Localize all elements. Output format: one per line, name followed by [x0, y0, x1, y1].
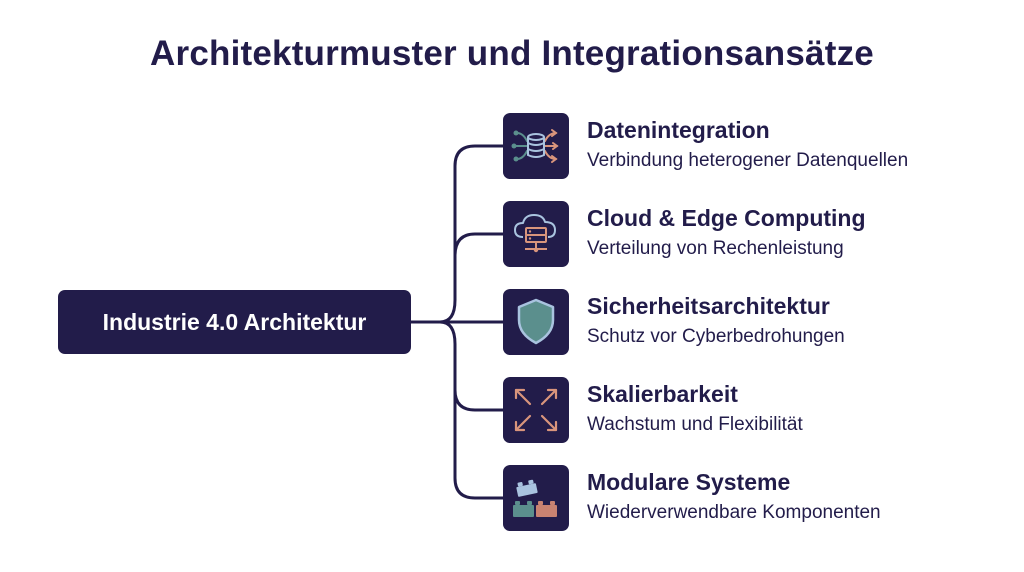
- root-node-label: Industrie 4.0 Architektur: [102, 308, 367, 335]
- branch-description: Wachstum und Flexibilität: [587, 414, 803, 435]
- connector-branch-5: [453, 388, 505, 500]
- branch-title: Cloud & Edge Computing: [587, 205, 866, 231]
- building-blocks-icon: [503, 465, 569, 531]
- branch-title: Datenintegration: [587, 117, 770, 143]
- database-integration-icon: [503, 113, 569, 179]
- page-title: Architekturmuster und Integrationsansätz…: [150, 34, 874, 73]
- branch-datenintegration: Datenintegration Verbindung heterogener …: [503, 113, 1003, 179]
- branch-sicherheitsarchitektur: Sicherheitsarchitektur Schutz vor Cyberb…: [503, 289, 1003, 355]
- branch-title: Sicherheitsarchitektur: [587, 293, 830, 319]
- expand-arrows-icon: [503, 377, 569, 443]
- branch-modulare-systeme: Modulare Systeme Wiederverwendbare Kompo…: [503, 465, 1003, 531]
- connector-branch-4: [438, 320, 505, 412]
- branch-description: Verbindung heterogener Datenquellen: [587, 150, 909, 171]
- branch-title: Skalierbarkeit: [587, 381, 738, 407]
- branch-description: Wiederverwendbare Komponenten: [587, 502, 881, 523]
- connector-branch-1: [438, 144, 505, 324]
- branch-cloud-edge-computing: Cloud & Edge Computing Verteilung von Re…: [503, 201, 1003, 267]
- branch-description: Verteilung von Rechenleistung: [587, 238, 844, 259]
- branch-description: Schutz vor Cyberbedrohungen: [587, 326, 845, 347]
- branch-skalierbarkeit: Skalierbarkeit Wachstum und Flexibilität: [503, 377, 1003, 443]
- shield-icon: [503, 289, 569, 355]
- root-node: Industrie 4.0 Architektur: [58, 290, 411, 354]
- cloud-server-icon: [503, 201, 569, 267]
- branch-title: Modulare Systeme: [587, 469, 791, 495]
- connector-branch-2: [453, 232, 505, 258]
